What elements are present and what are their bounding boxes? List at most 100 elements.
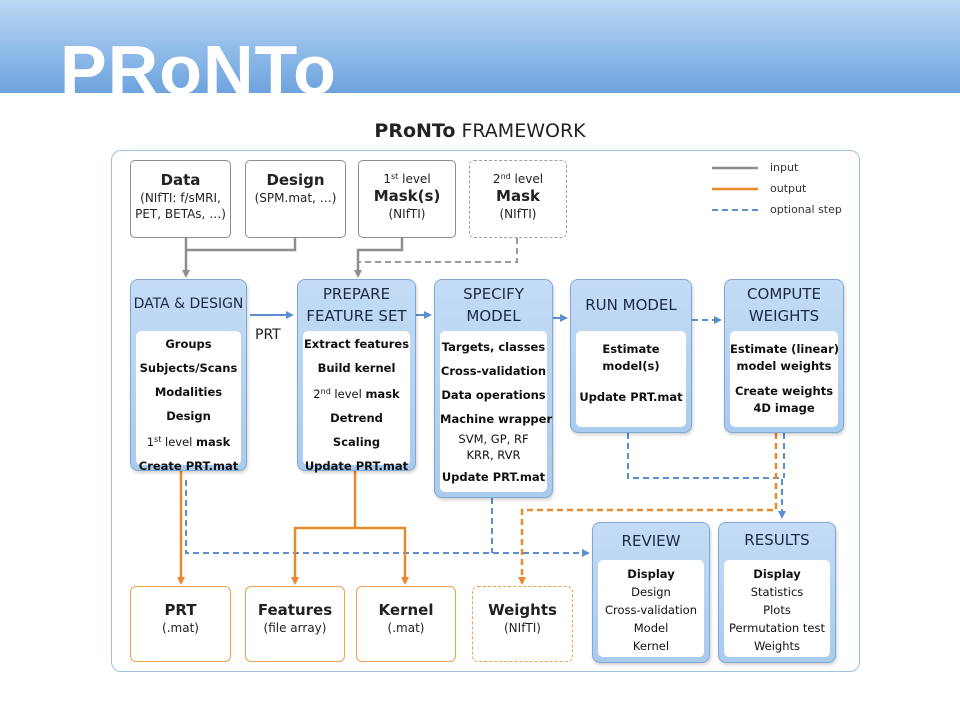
compute-body: Estimate (linear) model weights Create w… <box>730 331 839 427</box>
prt-flow-label: PRT <box>255 327 281 343</box>
legend-input-label: input <box>770 161 799 174</box>
run-model-module[interactable]: RUN MODEL Estimate model(s) Update PRT.m… <box>570 279 692 433</box>
results-header: RESULTS <box>744 531 810 549</box>
kernel-output-box: Kernel (.mat) <box>356 586 456 662</box>
kernel-output-sub: (.mat) <box>387 621 425 635</box>
mask2-input-box: 2nd level Mask (NIfTI) <box>469 160 567 238</box>
module-item: Modalities <box>154 385 223 399</box>
prepare-header-line1: PREPARE <box>322 285 391 303</box>
module-item: 2nd level mask <box>313 387 400 401</box>
module-item: Update PRT.mat <box>304 459 409 473</box>
results-body: Display Statistics Plots Permutation tes… <box>724 560 830 657</box>
data-design-header: DATA & DESIGN <box>133 296 244 312</box>
mask2-input-line: (NIfTI) <box>499 207 537 221</box>
data-input-line: (NIfTI: f/sMRI, <box>140 191 221 205</box>
mask1-level-label: 1st level <box>383 172 431 186</box>
module-item: Permutation test <box>729 621 825 635</box>
module-item: Statistics <box>750 585 804 599</box>
run-model-header: RUN MODEL <box>585 296 677 314</box>
specify-model-module[interactable]: SPECIFY MODEL Targets, classes Cross-val… <box>434 279 553 498</box>
module-item: Display <box>753 567 801 581</box>
mask2-optional-wire <box>358 238 518 263</box>
data-design-module[interactable]: DATA & DESIGN Groups Subjects/Scans Moda… <box>130 279 247 473</box>
banner-title: PRoNTo <box>60 31 337 93</box>
weights-output-sub: (NIfTI) <box>504 621 541 635</box>
header-banner: PRoNTo <box>0 0 960 93</box>
module-item: Subjects/Scans <box>139 361 238 375</box>
module-item: Plots <box>763 603 791 617</box>
module-item: Scaling <box>332 435 381 449</box>
compute-weights-module[interactable]: COMPUTE WEIGHTS Estimate (linear) model … <box>724 279 844 433</box>
module-item: 4D image <box>753 401 815 415</box>
framework-title: PRoNTo FRAMEWORK <box>0 120 960 142</box>
module-item: model(s) <box>602 359 660 373</box>
module-item: Create PRT.mat <box>138 459 239 473</box>
module-item: Data operations <box>441 388 546 402</box>
mask2-level-label: 2nd level <box>492 172 544 186</box>
module-item: Cross-validation <box>605 603 697 617</box>
data-input-line: PET, BETAs, …) <box>135 207 226 221</box>
module-item: Build kernel <box>317 361 396 375</box>
features-output-title: Features <box>257 601 333 619</box>
module-item: Design <box>166 409 211 423</box>
module-item: Estimate (linear) <box>730 342 839 356</box>
review-results-wires <box>185 433 786 557</box>
run-model-body: Estimate model(s) Update PRT.mat <box>576 331 686 427</box>
mask2-input-title: Mask <box>496 187 540 205</box>
features-output-box: Features (file array) <box>245 586 345 662</box>
module-item: Update PRT.mat <box>441 470 546 484</box>
prt-output-title: PRT <box>164 601 197 619</box>
specify-header-line1: SPECIFY <box>463 285 524 303</box>
design-input-line: (SPM.mat, …) <box>254 191 337 205</box>
legend-output-label: output <box>770 182 807 195</box>
prepare-header-line2: FEATURE SET <box>306 307 407 325</box>
review-module[interactable]: REVIEW Display Design Cross-validation M… <box>592 522 710 663</box>
module-item: 1st level mask <box>146 435 231 449</box>
specify-body: Targets, classes Cross-validation Data o… <box>440 331 553 492</box>
module-item: Display <box>627 567 675 581</box>
mask1-input-title: Mask(s) <box>373 187 441 205</box>
weights-output-box: Weights (NIfTI) <box>472 586 573 662</box>
review-header: REVIEW <box>621 532 681 550</box>
output-wires <box>177 470 409 585</box>
framework-title-rest: FRAMEWORK <box>455 120 586 142</box>
compute-header-line1: COMPUTE <box>747 285 821 303</box>
mask1-input-line: (NIfTI) <box>388 207 426 221</box>
module-item: SVM, GP, RF <box>458 432 529 446</box>
design-input-box: Design (SPM.mat, …) <box>245 160 346 238</box>
kernel-output-title: Kernel <box>378 601 434 619</box>
prepare-body: Extract features Build kernel 2nd level … <box>303 331 410 473</box>
review-body: Display Design Cross-validation Model Ke… <box>598 560 704 657</box>
module-item: Weights <box>753 639 801 653</box>
legend-optional-label: optional step <box>770 203 842 216</box>
module-item: Update PRT.mat <box>579 390 683 404</box>
module-item: Kernel <box>632 639 670 653</box>
data-design-body: Groups Subjects/Scans Modalities Design … <box>136 331 241 473</box>
mask1-input-box: 1st level Mask(s) (NIfTI) <box>358 160 456 238</box>
module-item: Targets, classes <box>441 340 546 354</box>
module-item: Model <box>633 621 669 635</box>
prt-output-sub: (.mat) <box>162 621 199 635</box>
module-item: Estimate <box>602 342 660 356</box>
flow-arrows <box>250 311 568 322</box>
prt-output-box: PRT (.mat) <box>130 586 231 662</box>
weights-output-title: Weights <box>488 601 557 619</box>
data-input-title: Data <box>160 171 201 189</box>
module-item: Detrend <box>330 411 383 425</box>
module-item: model weights <box>736 359 832 373</box>
design-input-title: Design <box>266 171 325 189</box>
specify-header-line2: MODEL <box>466 307 521 325</box>
module-item: Cross-validation <box>440 364 547 378</box>
module-item: Design <box>631 585 671 599</box>
module-item: Machine wrapper <box>440 412 553 426</box>
module-item: Extract features <box>303 337 410 351</box>
module-item: Create weights <box>734 384 834 398</box>
module-item: KRR, RVR <box>466 448 521 462</box>
results-module[interactable]: RESULTS Display Statistics Plots Permuta… <box>718 522 836 663</box>
input-wires <box>182 238 404 278</box>
weights-output-wire <box>518 433 778 585</box>
prepare-feature-set-module[interactable]: PREPARE FEATURE SET Extract features Bui… <box>297 279 416 473</box>
module-item: Groups <box>165 337 212 351</box>
compute-header-line2: WEIGHTS <box>748 307 820 325</box>
